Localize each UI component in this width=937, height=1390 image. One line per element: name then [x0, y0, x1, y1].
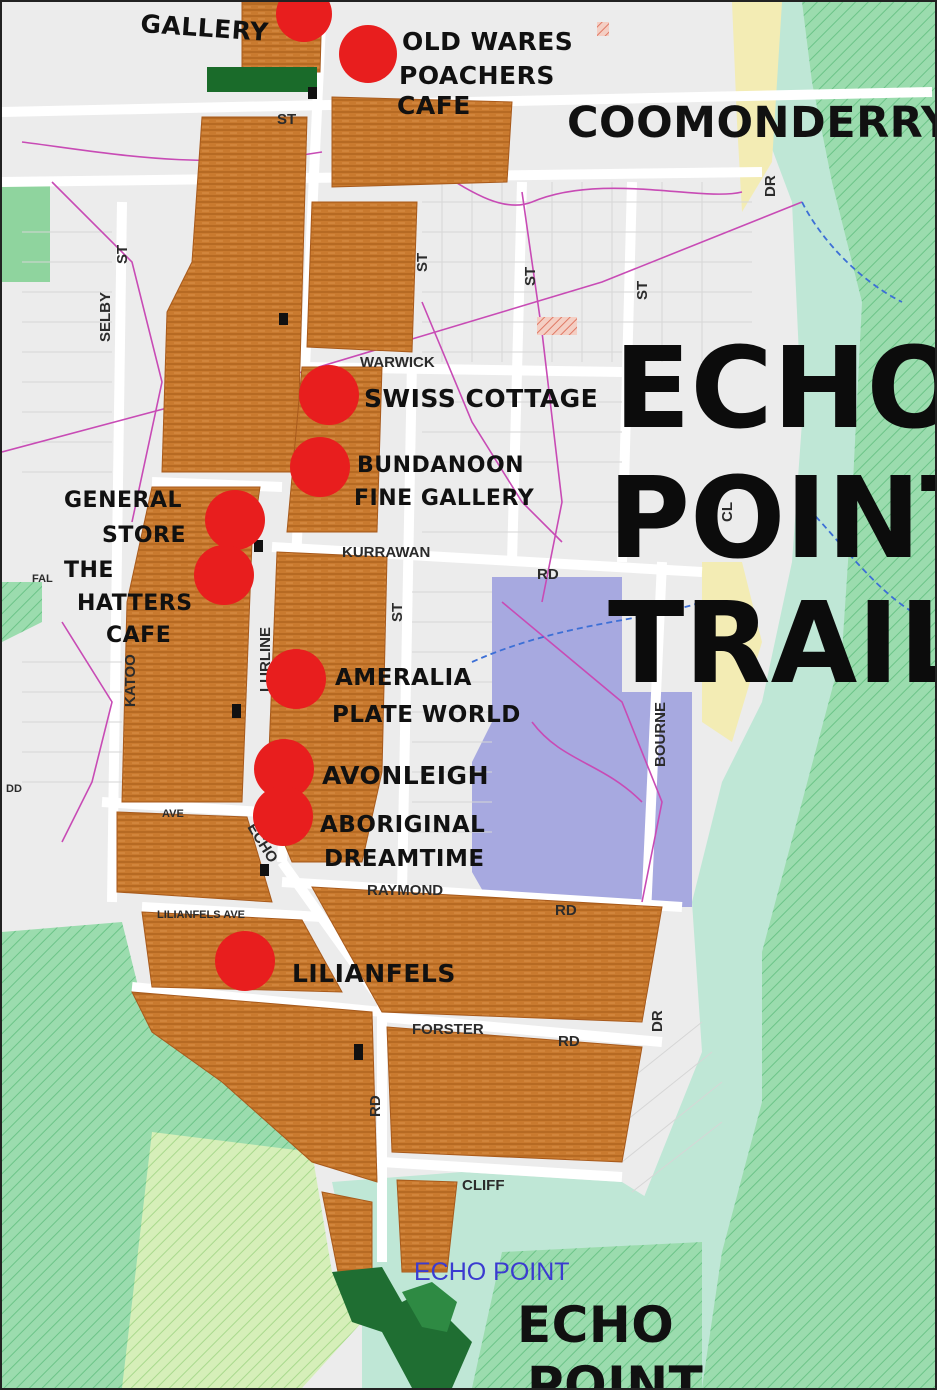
street-grid	[2, 2, 933, 1262]
street-label-st: ST	[277, 111, 296, 128]
stop-label-old-wares-2: POACHERS	[399, 61, 555, 90]
stop-marker-general-store	[205, 490, 265, 550]
title-line-echo: ECHO	[614, 324, 935, 454]
stop-label-bundanoon-1: BUNDANOON	[357, 453, 524, 478]
stop-labels: GALLERY OLD WARES POACHERS CAFE SWISS CO…	[64, 9, 598, 988]
street-label-dd: DD	[6, 783, 22, 795]
stop-label-general-store-2: STORE	[102, 523, 186, 548]
stop-marker-amerallia	[266, 649, 326, 709]
title-line-trail: TRAIL	[608, 579, 935, 709]
stop-marker-hatters	[194, 545, 254, 605]
street-label-rd: RD	[558, 1033, 580, 1050]
street-label-selby: SELBY	[97, 292, 114, 342]
street-label-fal: FAL	[32, 573, 53, 585]
stop-marker-bundanoon	[290, 437, 350, 497]
street-label-forster: FORSTER	[412, 1021, 484, 1038]
street-label-lilianfels-ave: LILIANFELS AVE	[157, 909, 245, 921]
area-label-coomonderry: COOMONDERRY	[567, 98, 935, 148]
stop-label-amerallia-2: PLATE WORLD	[332, 702, 521, 728]
map-title: ECHO POINT TRAIL	[608, 324, 935, 709]
heritage-lot	[597, 22, 609, 36]
street-label-rd: RD	[555, 902, 577, 919]
stop-marker-swiss-cottage	[299, 365, 359, 425]
stop-marker-old-wares	[339, 25, 397, 83]
street-label-warwick: WARWICK	[360, 354, 435, 371]
walking-tracks	[471, 201, 933, 663]
park-strip	[207, 67, 317, 92]
stop-label-aboriginal-2: DREAMTIME	[324, 846, 485, 872]
street-label-st: ST	[114, 245, 131, 264]
area-label-echo-point-printed: ECHO POINT	[414, 1258, 570, 1286]
bushland-right	[602, 2, 935, 1388]
street-label-raymond: RAYMOND	[367, 882, 443, 899]
street-label-st: ST	[522, 267, 539, 286]
street-label-cliff: CLIFF	[462, 1177, 505, 1194]
stop-label-hatters-3: CAFE	[106, 623, 171, 648]
stop-marker-lilianfels	[215, 931, 275, 991]
street-label-katoomba: KATOO	[122, 654, 139, 707]
title-line-point: POINT	[608, 454, 935, 584]
stop-label-bundanoon-2: FINE GALLERY	[354, 486, 535, 511]
stop-label-general-store-1: GENERAL	[64, 488, 182, 513]
stop-marker-gallery	[276, 2, 332, 42]
echo-point-trees	[332, 1267, 472, 1388]
stop-label-old-wares-3: CAFE	[397, 91, 471, 120]
stop-label-amerallia-1: AMERALIA	[335, 665, 472, 691]
street-label-cl: CL	[719, 502, 736, 522]
stop-label-old-wares-1: OLD WARES	[402, 27, 573, 56]
trail-stops	[194, 2, 397, 991]
stop-label-hatters-2: HATTERS	[77, 591, 193, 616]
stop-label-lilianfels: LILIANFELS	[292, 959, 456, 988]
stop-label-aboriginal-1: ABORIGINAL	[320, 812, 485, 838]
street-label-st: ST	[389, 603, 406, 622]
street-label-bourne: BOURNE	[652, 702, 669, 767]
street-label-kurrawan: KURRAWAN	[342, 544, 430, 561]
street-label-ave: AVE	[162, 808, 184, 820]
stop-label-avonleigh: AVONLEIGH	[322, 761, 489, 790]
street-label-dr: DR	[649, 1010, 666, 1032]
street-label-st: ST	[634, 281, 651, 300]
stop-label-swiss-cottage: SWISS COTTAGE	[364, 384, 598, 413]
stop-label-hatters-1: THE	[64, 558, 114, 583]
street-label-rd: RD	[367, 1095, 384, 1117]
heritage-lot	[537, 317, 577, 335]
area-label-echo: ECHO	[517, 1296, 674, 1354]
area-label-point: POINT	[527, 1356, 703, 1388]
bus-stop-markers	[232, 87, 363, 1060]
street-label-st: ST	[414, 253, 431, 272]
stop-marker-avonleigh	[254, 739, 314, 799]
utility-lines	[2, 121, 803, 903]
street-label-rd: RD	[537, 566, 559, 583]
street-label-dr: DR	[762, 175, 779, 197]
stop-marker-aboriginal	[253, 786, 313, 846]
school-grounds	[472, 577, 692, 907]
